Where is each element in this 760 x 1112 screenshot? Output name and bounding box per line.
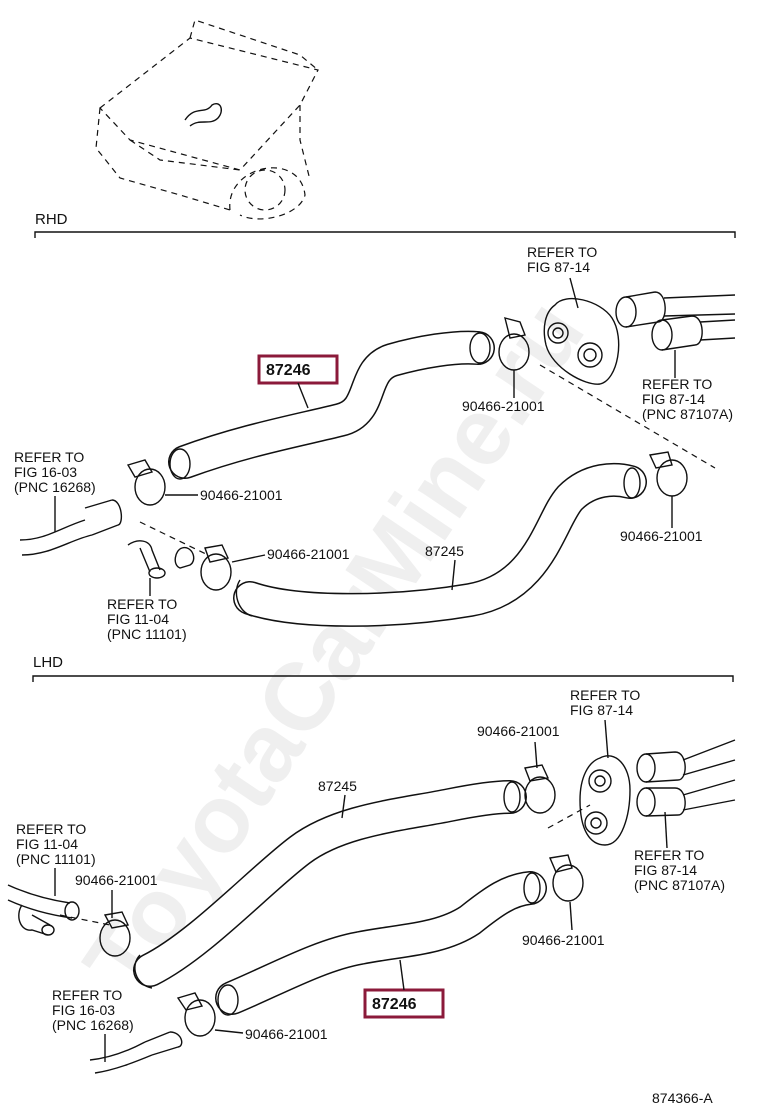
lhd-clamp-3-icon: [99, 911, 131, 957]
lhd-heater-flange: [579, 755, 631, 846]
svg-text:FIG 16-03: FIG 16-03: [52, 1002, 115, 1018]
lhd-clamp-4-label[interactable]: 90466-21001: [245, 1026, 328, 1042]
svg-text:REFER TO: REFER TO: [570, 687, 640, 703]
lhd-heater-pipes: [636, 739, 736, 817]
lhd-clamp-4-icon: [176, 992, 216, 1037]
rhd-ref-left: REFER TO FIG 16-03 (PNC 16268): [14, 449, 96, 495]
svg-text:REFER TO: REFER TO: [634, 847, 704, 863]
lhd-ref-right: REFER TO FIG 87-14 (PNC 87107A): [634, 847, 725, 893]
rhd-heater-flange: [543, 297, 620, 385]
svg-text:FIG 87-14: FIG 87-14: [642, 391, 705, 407]
lhd-clamp-1-icon: [524, 764, 556, 814]
rhd-pipe-left: [19, 499, 123, 556]
lhd-ref-left-bottom: REFER TO FIG 16-03 (PNC 16268): [52, 987, 134, 1033]
rhd-clamp-2-icon: [126, 459, 166, 506]
rhd-pipe-mid: [127, 540, 195, 579]
rhd-hose-87245-label[interactable]: 87245: [425, 543, 464, 559]
svg-text:FIG 16-03: FIG 16-03: [14, 464, 77, 480]
rhd-clamp-2-label[interactable]: 90466-21001: [200, 487, 283, 503]
rhd-hose-87245: [233, 462, 647, 627]
rhd-clamp-4-icon: [648, 451, 688, 497]
svg-text:FIG 87-14: FIG 87-14: [570, 702, 633, 718]
svg-text:REFER TO: REFER TO: [107, 596, 177, 612]
svg-text:FIG 87-14: FIG 87-14: [527, 259, 590, 275]
svg-text:(PNC 11101): (PNC 11101): [16, 851, 96, 867]
svg-text:REFER TO: REFER TO: [16, 821, 86, 837]
car-location-icon: [95, 19, 319, 220]
svg-text:REFER TO: REFER TO: [527, 244, 597, 260]
svg-text:FIG 87-14: FIG 87-14: [634, 862, 697, 878]
svg-text:REFER TO: REFER TO: [52, 987, 122, 1003]
lhd-guide-line-2: [59, 914, 111, 926]
lhd-guide-line: [547, 804, 591, 829]
lhd-hose-87245: [133, 780, 527, 989]
lhd-pipe-left-bottom: [89, 1031, 183, 1074]
rhd-clamp-1-label[interactable]: 90466-21001: [462, 398, 545, 414]
rhd-clamp-4-label[interactable]: 90466-21001: [620, 528, 703, 544]
svg-text:(PNC 87107A): (PNC 87107A): [642, 406, 733, 422]
svg-text:REFER TO: REFER TO: [642, 376, 712, 392]
rhd-hose-87246-label[interactable]: 87246: [266, 362, 311, 379]
rhd-section-label: RHD: [35, 211, 68, 228]
lhd-ref-top: REFER TO FIG 87-14: [570, 687, 640, 718]
lhd-pipe-left-top: [7, 884, 80, 936]
svg-text:(PNC 16268): (PNC 16268): [14, 479, 96, 495]
lhd-clamp-2-icon: [549, 854, 584, 902]
rhd-ref-top: REFER TO FIG 87-14: [527, 244, 597, 275]
svg-text:REFER TO: REFER TO: [14, 449, 84, 465]
svg-text:(PNC 16268): (PNC 16268): [52, 1017, 134, 1033]
lhd-hose-87246: [215, 871, 547, 1016]
lhd-hose-87245-label[interactable]: 87245: [318, 778, 357, 794]
svg-text:(PNC 87107A): (PNC 87107A): [634, 877, 725, 893]
lhd-clamp-2-label[interactable]: 90466-21001: [522, 932, 605, 948]
rhd-guide-line-2: [139, 521, 211, 557]
lhd-section-label: LHD: [33, 654, 63, 671]
rhd-guide-line: [539, 364, 716, 469]
lhd-ref-left-top: REFER TO FIG 11-04 (PNC 11101): [16, 821, 96, 867]
lhd-clamp-3-label[interactable]: 90466-21001: [75, 872, 158, 888]
svg-text:FIG 11-04: FIG 11-04: [16, 836, 78, 852]
rhd-ref-mid: REFER TO FIG 11-04 (PNC 11101): [107, 596, 187, 642]
svg-text:(PNC 11101): (PNC 11101): [107, 626, 187, 642]
svg-text:FIG 11-04: FIG 11-04: [107, 611, 169, 627]
lhd-hose-87246-label[interactable]: 87246: [372, 996, 417, 1013]
rhd-hose-87246: [168, 330, 495, 480]
figure-number: 874366-A: [652, 1090, 713, 1106]
rhd-clamp-3-label[interactable]: 90466-21001: [267, 546, 350, 562]
rhd-divider: [34, 231, 736, 238]
rhd-ref-right: REFER TO FIG 87-14 (PNC 87107A): [642, 376, 733, 422]
lhd-divider: [32, 675, 734, 682]
lhd-clamp-1-label[interactable]: 90466-21001: [477, 723, 560, 739]
rhd-clamp-3-icon: [200, 544, 232, 591]
rhd-heater-pipes: [615, 291, 736, 351]
